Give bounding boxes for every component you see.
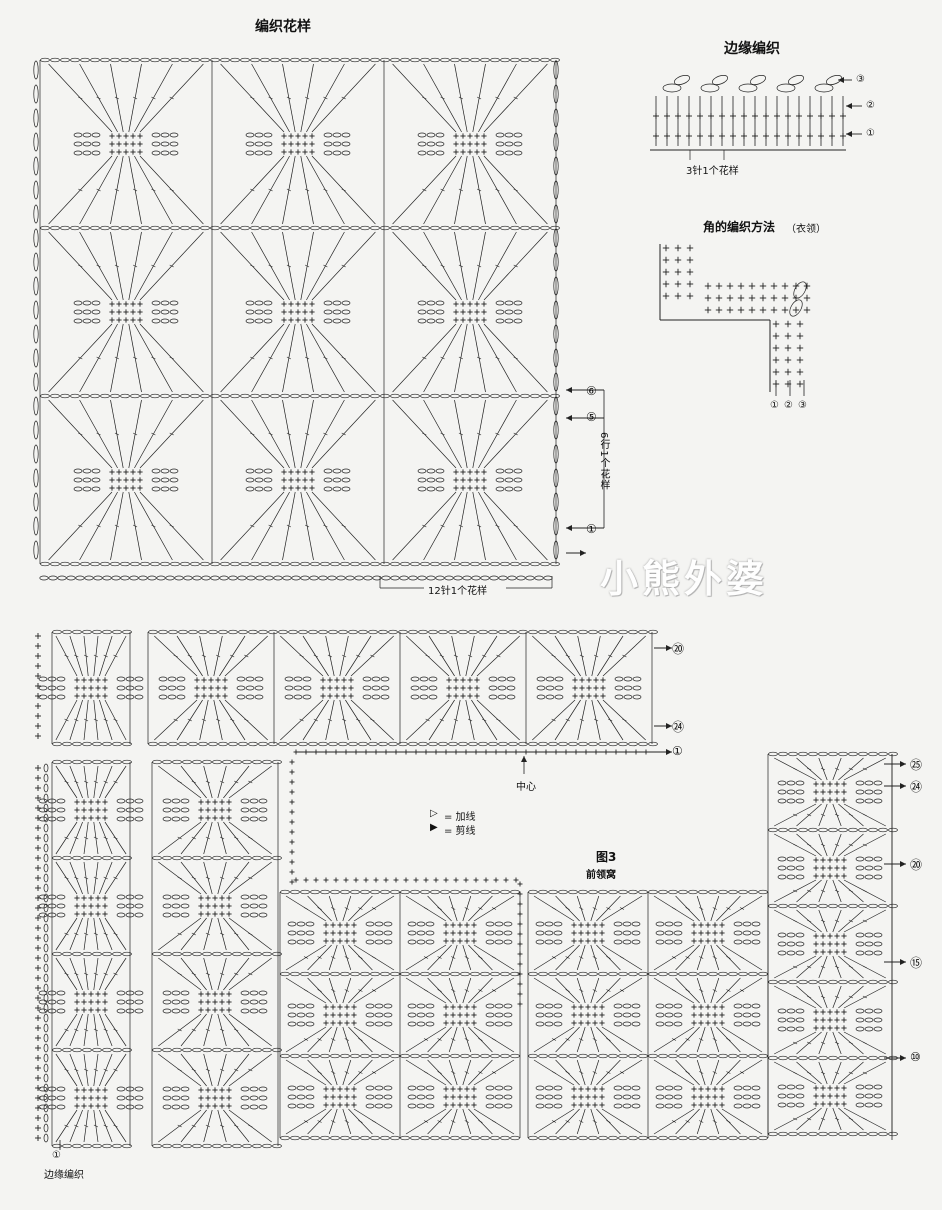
legend-add-label: = 加线: [444, 812, 476, 823]
fig-row-mark-20: ⑳: [910, 858, 923, 872]
edging-repeat-label: 3针1个花样: [686, 166, 739, 177]
fig-bottom-label: 边缘编织: [44, 1170, 84, 1181]
repeat-rows-label: 6行1个花样: [598, 432, 609, 491]
row-mark-6: ⑥: [586, 384, 597, 398]
edging-row-mark-2: ②: [866, 100, 875, 111]
fig-row-mark-25: ㉕: [910, 758, 923, 772]
edging-row-mark-3: ③: [856, 74, 865, 85]
fig-row-mark-1-top: ①: [672, 744, 683, 758]
fig-bottom-mark: ①: [52, 1150, 61, 1161]
legend-cut-symbol: ▶: [430, 822, 438, 833]
fig-row-mark-20-top: ⑳: [672, 642, 685, 656]
corner-row-mark-2: ②: [784, 400, 793, 411]
pattern-title: 编织花样: [255, 19, 311, 35]
repeat-stitches-label: 12针1个花样: [428, 586, 488, 597]
row-mark-1: ①: [586, 522, 597, 536]
corner-title-note: （衣领）: [786, 224, 826, 235]
fig-row-mark-24: ㉔: [910, 780, 923, 794]
row-mark-5: ⑤: [586, 410, 597, 424]
edging-title: 边缘编织: [724, 41, 780, 57]
center-label: 中心: [516, 782, 536, 793]
legend-cut-label: = 剪线: [444, 826, 476, 837]
corner-row-mark-1: ①: [770, 400, 779, 411]
edging-row-mark-1: ①: [866, 128, 875, 139]
figure-label: 图3: [596, 850, 617, 864]
figure-name: 前领窝: [586, 870, 616, 881]
fig-row-mark-10: ⑩: [910, 1050, 921, 1064]
legend-add-symbol: ▷: [430, 808, 438, 819]
corner-title: 角的编织方法: [703, 220, 776, 234]
fig-row-mark-24-top: ㉔: [672, 720, 685, 734]
watermark: 小熊外婆: [600, 556, 769, 601]
fig-row-mark-15: ⑮: [910, 956, 923, 970]
corner-row-mark-3: ③: [798, 400, 807, 411]
